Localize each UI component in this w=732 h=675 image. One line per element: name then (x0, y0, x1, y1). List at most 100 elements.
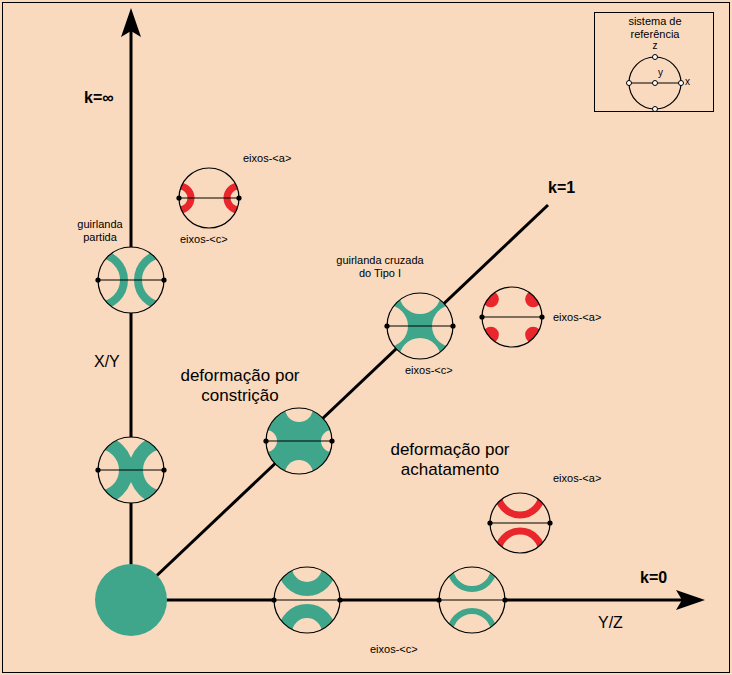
net-ground (179, 168, 239, 228)
stereonet (366, 272, 474, 380)
stereonet (479, 287, 544, 347)
fabric-label: eixos-<a> (553, 311, 601, 324)
fabric (274, 545, 340, 655)
net-outline (179, 168, 239, 228)
arrowhead (121, 8, 141, 37)
net-diameter (266, 440, 332, 441)
reference-box: sistema de referênciaz y x (594, 12, 714, 112)
region-label: deformação por constrição (170, 366, 310, 407)
fabric (167, 168, 251, 228)
net-diameter (387, 325, 453, 326)
fabric-label: eixos-<c> (370, 643, 418, 656)
net-point (539, 314, 544, 319)
net-diameter (490, 522, 550, 523)
fabric-label: eixos-<a> (243, 152, 291, 165)
stereonet (487, 471, 552, 575)
net-point (95, 277, 100, 282)
stereonet (167, 168, 251, 228)
fabric-disc (95, 564, 167, 636)
net-outline (490, 493, 550, 553)
axis-point (679, 81, 684, 86)
net-point (176, 195, 181, 200)
axis-point (627, 81, 632, 86)
net-point (236, 195, 241, 200)
net-diameter (179, 197, 239, 198)
k1-line (131, 205, 548, 600)
axis-line (131, 599, 682, 602)
region-label: deformação por achatamento (380, 440, 520, 481)
axis-point (653, 81, 658, 86)
fabric (366, 272, 474, 380)
stereonet (95, 564, 167, 636)
net-outline (482, 287, 542, 347)
fabric (490, 471, 550, 575)
axis-label: k=0 (640, 568, 667, 587)
net-outline (98, 437, 164, 503)
net-point (436, 597, 441, 602)
net-ground (274, 567, 340, 633)
fabric-label: eixos-<c> (405, 364, 453, 377)
net-point (271, 597, 276, 602)
stereonet (72, 247, 190, 313)
axis-label: Y/Z (598, 613, 623, 632)
net-diameter (98, 279, 164, 280)
frame (3, 3, 730, 673)
fabric (482, 287, 542, 347)
fabric-label: guirlanda cruzada do Tipo I (331, 254, 429, 280)
net-point (384, 323, 389, 328)
net-point (161, 277, 166, 282)
net-point (95, 467, 100, 472)
axis-letter: x (685, 76, 690, 88)
net-point (547, 520, 552, 525)
stereonet (70, 437, 192, 503)
net-diameter (482, 316, 542, 317)
net-outline (274, 567, 340, 633)
arrowhead (676, 590, 705, 610)
net-diameter (274, 599, 340, 600)
fabric (255, 394, 343, 488)
net-ground (98, 437, 164, 503)
stereonet (436, 545, 507, 655)
axis-letter: y (658, 67, 663, 79)
axis-line (130, 30, 133, 600)
axis-point (653, 107, 658, 112)
net-outline (266, 408, 332, 474)
net-point (337, 597, 342, 602)
net-point (161, 467, 166, 472)
fabric-label: eixos-<a> (553, 472, 601, 485)
net-point (263, 438, 268, 443)
net-outline (629, 57, 681, 109)
axis-label: X/Y (94, 352, 120, 371)
net-ground (490, 493, 550, 553)
axis-point (653, 55, 658, 60)
net-point (479, 314, 484, 319)
net-ground (98, 247, 164, 313)
fabric (70, 437, 192, 503)
net-ground (439, 567, 505, 633)
net-ground (482, 287, 542, 347)
fabric (439, 545, 505, 655)
net-point (487, 520, 492, 525)
fabric-label: guirlanda partida (71, 218, 129, 244)
fabric-maximum (525, 327, 541, 343)
fabric (72, 247, 190, 313)
stereonet (255, 394, 343, 488)
fabric-maximum (525, 291, 541, 307)
fabric-maximum (483, 291, 499, 307)
net-point (329, 438, 334, 443)
box-title: sistema de referência (613, 15, 697, 40)
net-outline (98, 247, 164, 313)
fabric-label: eixos-<c> (180, 233, 228, 246)
net-outline (387, 293, 453, 359)
fabric-maximum (483, 327, 499, 343)
net-diameter (439, 599, 505, 600)
axis-letter: z (653, 40, 658, 52)
stereonet (271, 545, 342, 655)
net-diameter (98, 469, 164, 470)
axis-label: k=∞ (84, 88, 114, 107)
net-point (450, 323, 455, 328)
net-outline (439, 567, 505, 633)
net-point (502, 597, 507, 602)
axis-label: k=1 (548, 178, 575, 197)
